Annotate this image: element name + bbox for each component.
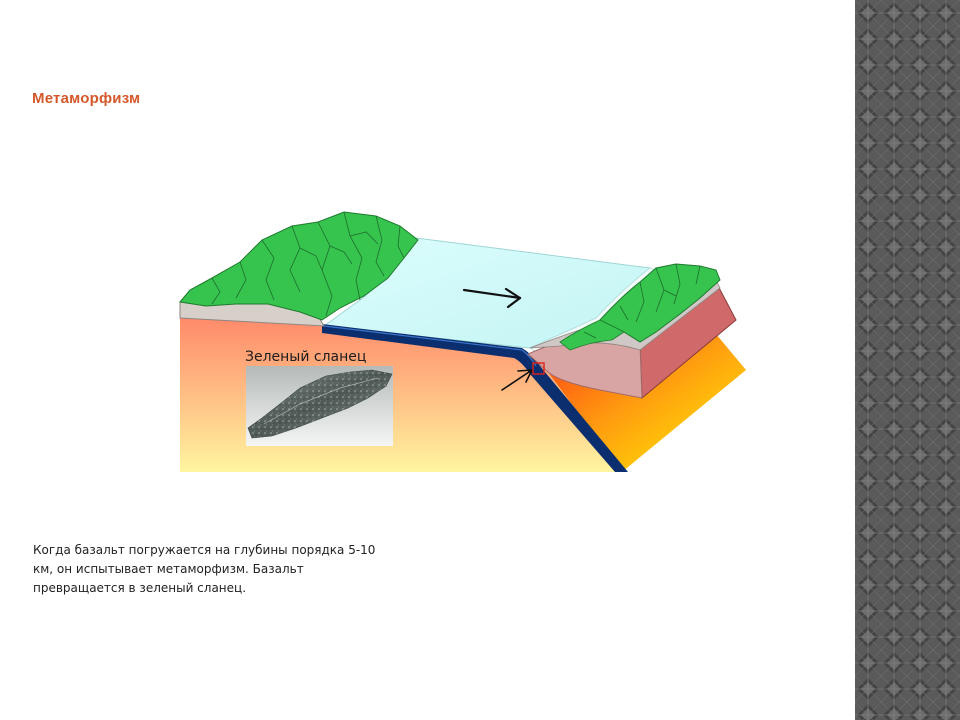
- slide-caption: Когда базальт погружается на глубины пор…: [33, 543, 376, 595]
- right-coast-strip: [559, 319, 625, 351]
- right-terrain-ridges: [583, 263, 701, 339]
- decorative-side-pattern: [855, 0, 960, 720]
- green-schist-photo: [246, 366, 393, 446]
- slide-title: Метаморфизм: [32, 90, 141, 107]
- subduction-diagram: Зеленый сланец: [179, 211, 746, 472]
- metamorphism-zone-marker: [532, 362, 545, 375]
- left-terrain-ridges: [211, 211, 405, 317]
- pointer-arrow-icon: [501, 369, 533, 391]
- oceanic-plate-highlight: [323, 325, 537, 367]
- plate-motion-arrow-icon: [462, 287, 522, 309]
- rock-label: Зеленый сланец: [245, 349, 366, 365]
